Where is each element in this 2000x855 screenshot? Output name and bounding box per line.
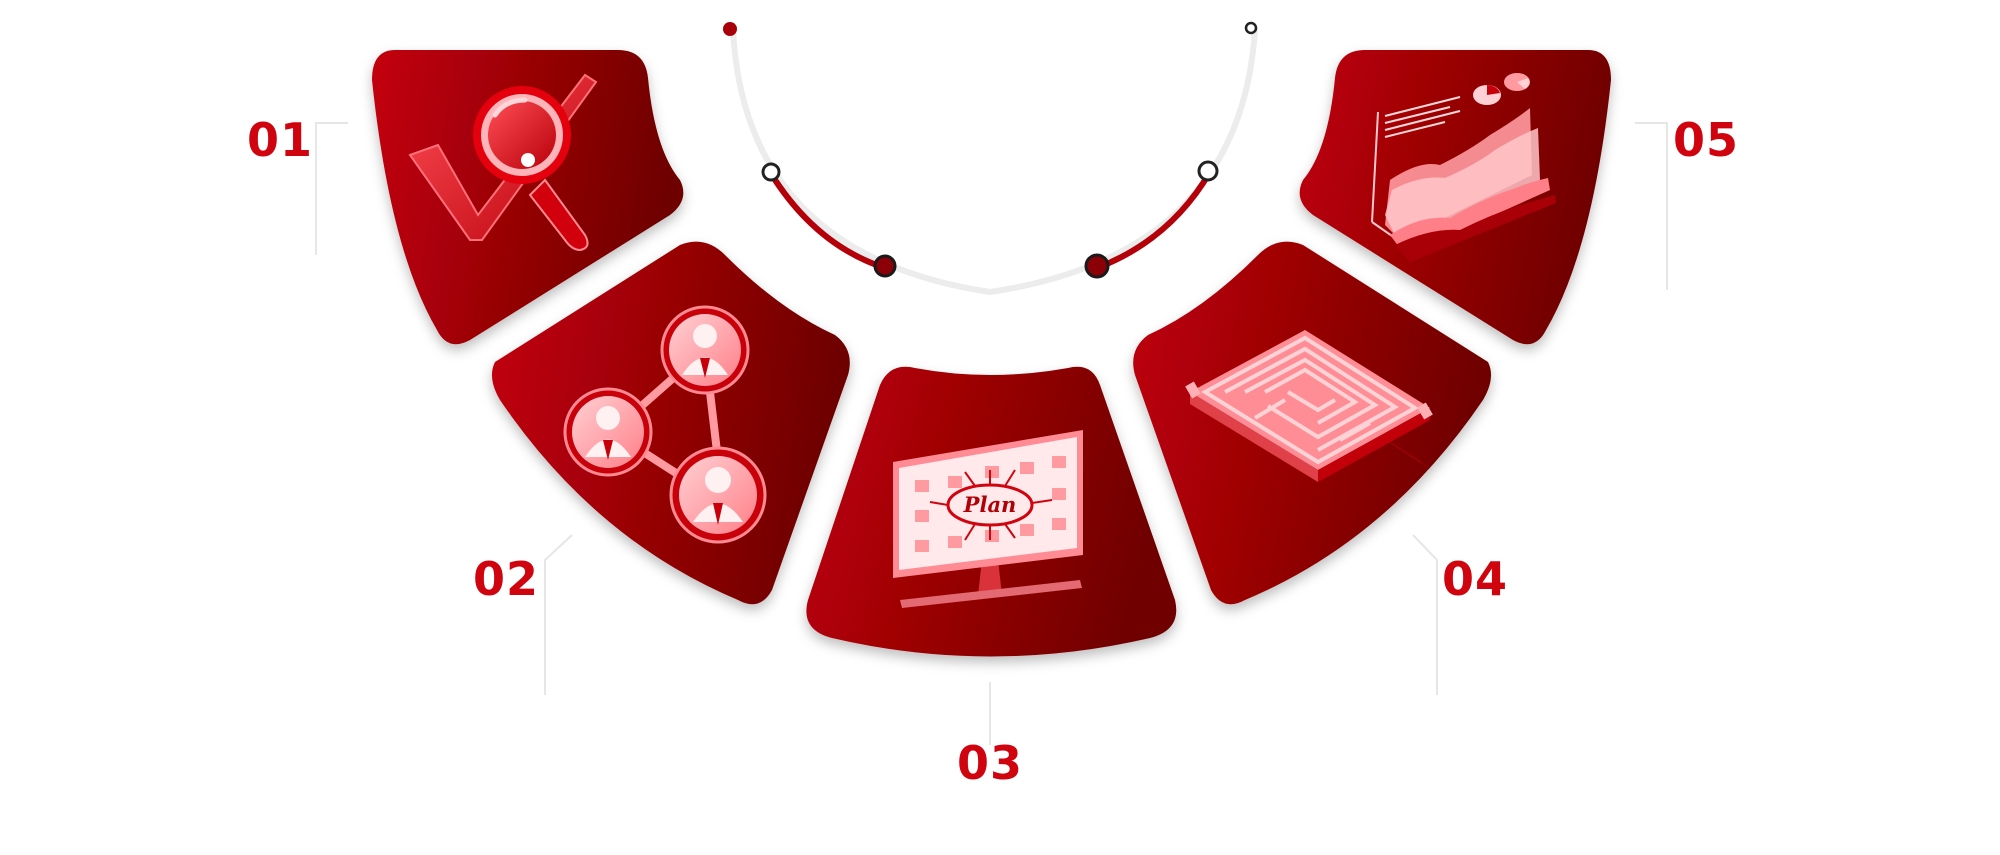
progress-arc	[723, 21, 1258, 296]
leader-line-01	[315, 122, 348, 255]
arc-node-2	[873, 254, 897, 278]
leader-line-04	[1412, 534, 1438, 695]
leader-line-02	[544, 534, 573, 695]
arc-dot-end	[1244, 21, 1258, 35]
arc-dot-start	[723, 22, 737, 36]
arc-node-1	[761, 162, 781, 182]
step-number-01: 01	[247, 113, 314, 167]
people-network-icon	[563, 305, 767, 544]
leader-lines	[315, 122, 1668, 745]
maze-icon	[1185, 330, 1433, 482]
plan-label: Plan	[963, 492, 1017, 517]
person-node-left	[563, 387, 653, 477]
person-node-right	[669, 446, 767, 544]
step-01-panel	[372, 50, 684, 345]
plan-screen-icon: Plan	[893, 430, 1083, 608]
arc-node-4	[1197, 160, 1219, 182]
step-number-04: 04	[1442, 552, 1509, 606]
area-chart-icon	[1371, 73, 1556, 262]
leader-line-05	[1635, 122, 1668, 290]
step-number-05: 05	[1673, 113, 1740, 167]
arc-node-3	[1084, 253, 1110, 279]
step-number-03: 03	[957, 736, 1024, 790]
person-node-top	[660, 305, 750, 395]
step-number-02: 02	[473, 552, 540, 606]
magnifier-check-icon	[408, 73, 598, 252]
step-02-panel	[491, 241, 850, 605]
